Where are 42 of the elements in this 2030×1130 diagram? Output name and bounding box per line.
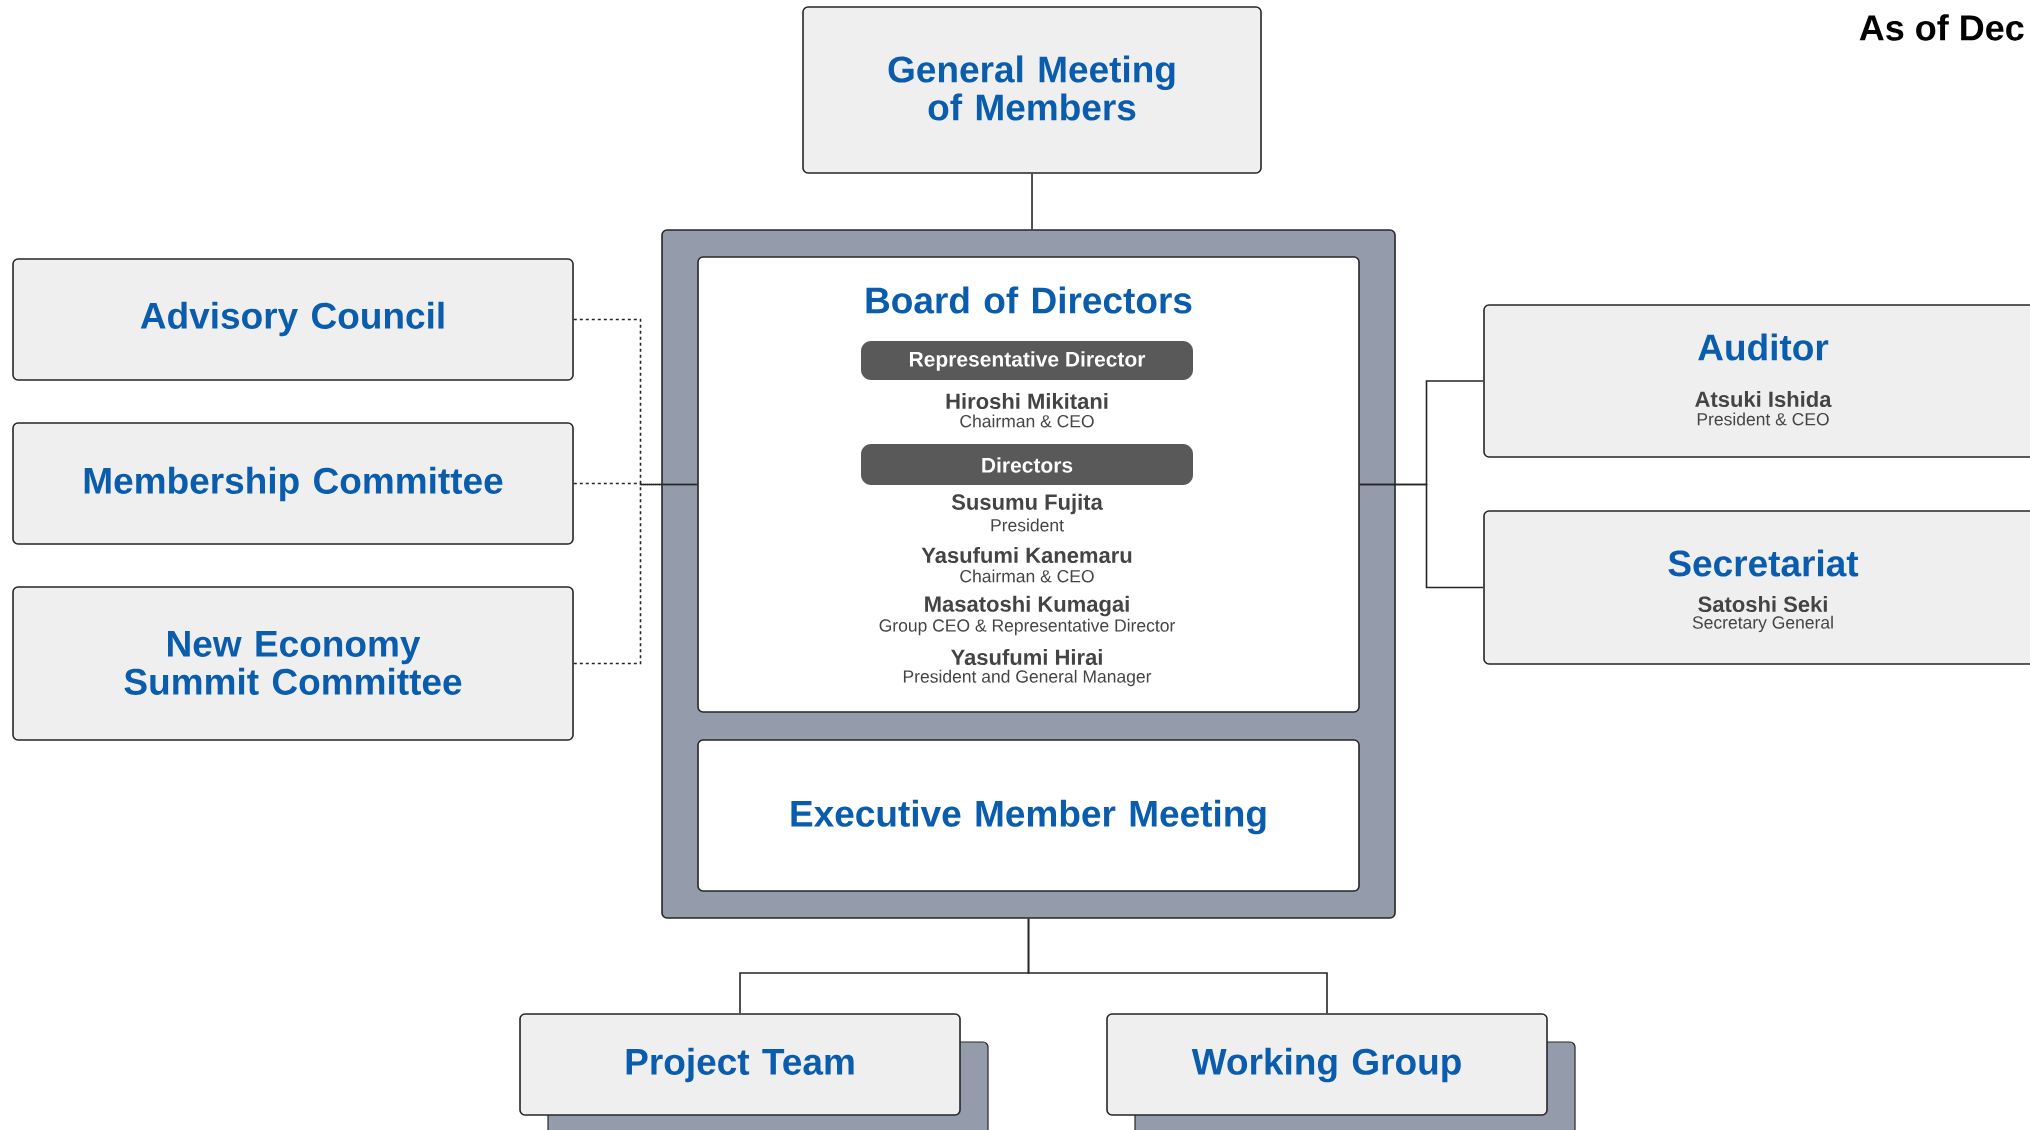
person-title: Secretary General (1692, 615, 1833, 633)
person-title: President & CEO (1697, 412, 1829, 426)
org-box (802, 6, 1262, 174)
box-title: Executive Member Meeting (791, 799, 1266, 835)
box-title: General Meeting of Members (888, 55, 1175, 121)
box-title: Working Group (1191, 1047, 1461, 1083)
box-title: New Economy Summit Committee (124, 631, 462, 695)
person-title: President (991, 518, 1064, 532)
person-name: Atsuki Ishida (1695, 390, 1832, 408)
connector-line (1027, 918, 1328, 1014)
org-box (12, 258, 574, 381)
connector-line (1031, 173, 1033, 230)
box-title: Membership Committee (84, 466, 503, 502)
box-title: Auditor (1698, 333, 1829, 361)
connector-line (573, 482, 698, 486)
person-name: Yasufumi Kanemaru (921, 546, 1132, 564)
pill-label: Representative Director (909, 351, 1146, 371)
role-pill (861, 341, 1193, 380)
box-title: Secretariat (1668, 549, 1859, 577)
box-title: Board of Directors (866, 286, 1192, 314)
person-name: Masatoshi Kumagai (925, 595, 1129, 617)
org-box (12, 586, 574, 741)
person-title: Chairman & CEO (960, 569, 1094, 583)
person-title: Group CEO & Representative Director (879, 618, 1175, 636)
date-note: As of Dec (1859, 14, 2024, 41)
role-pill (861, 444, 1193, 485)
person-title: Chairman & CEO (960, 414, 1094, 428)
box-title: Advisory Council (140, 301, 444, 337)
org-box (1483, 510, 2030, 665)
person-name: Yasufumi Hirai (950, 648, 1102, 666)
person-name: Susumu Fujita (951, 493, 1103, 515)
org-box (697, 256, 1360, 713)
box-title: Project Team (626, 1047, 854, 1083)
connector-line (1359, 483, 1484, 589)
connector-line (573, 483, 698, 665)
person-title: President and General Manager (903, 669, 1152, 687)
org-box (12, 422, 574, 545)
person-name: Satoshi Seki (1698, 595, 1827, 613)
org-box (1483, 304, 2030, 458)
person-name: Hiroshi Mikitani (946, 392, 1108, 410)
pill-label: Directors (982, 457, 1073, 473)
org-box (697, 739, 1360, 892)
